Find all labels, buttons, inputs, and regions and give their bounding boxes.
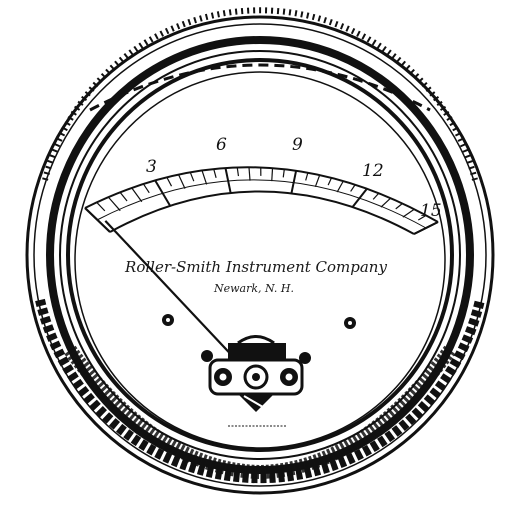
scale-tick	[96, 201, 106, 212]
scale-tick	[224, 167, 232, 194]
dial-face	[74, 71, 446, 449]
scale-tick	[236, 167, 240, 177]
scale-tick	[327, 177, 333, 186]
scale-tick	[107, 196, 121, 212]
scale-tick	[131, 187, 143, 203]
scale-tick	[413, 221, 439, 235]
scale-tick	[154, 179, 172, 207]
scale-tick	[166, 176, 173, 187]
scale-label-3: 3	[146, 157, 157, 177]
scale-tick	[248, 167, 251, 181]
scale-tick	[395, 203, 403, 210]
scale-labels: 3 6 9 12 15	[146, 135, 442, 221]
maker-city: Newark, N. H.	[213, 282, 294, 295]
scale-tick	[142, 183, 150, 194]
dial-screws	[162, 314, 356, 364]
scale-tick	[336, 180, 344, 193]
scale-tick	[290, 170, 298, 194]
scale-label-12: 12	[362, 161, 384, 181]
maker-name: Roller-Smith Instrument Company	[124, 258, 387, 276]
scale-ticks	[84, 167, 439, 235]
scale-tick	[189, 172, 195, 182]
scale-label-15: 15	[420, 201, 442, 221]
scale-tick	[350, 184, 356, 192]
scale-tick	[402, 208, 415, 218]
scale-tick	[305, 172, 309, 181]
scale-tick	[314, 174, 321, 188]
scale-tick	[201, 170, 208, 185]
scale-label-6: 6	[216, 135, 227, 155]
scale-tick	[119, 191, 128, 202]
scale-tick	[178, 174, 186, 189]
scale-tick	[271, 168, 274, 182]
movement-pivot	[208, 335, 304, 412]
scale-tick	[417, 214, 427, 221]
scale-label-9: 9	[292, 135, 303, 155]
scale-tick	[372, 192, 380, 200]
scale-tick	[380, 197, 391, 208]
scale-tick	[213, 168, 217, 178]
scale-tick	[351, 188, 368, 208]
scale-tick	[84, 207, 111, 233]
scale-tick	[282, 169, 285, 178]
